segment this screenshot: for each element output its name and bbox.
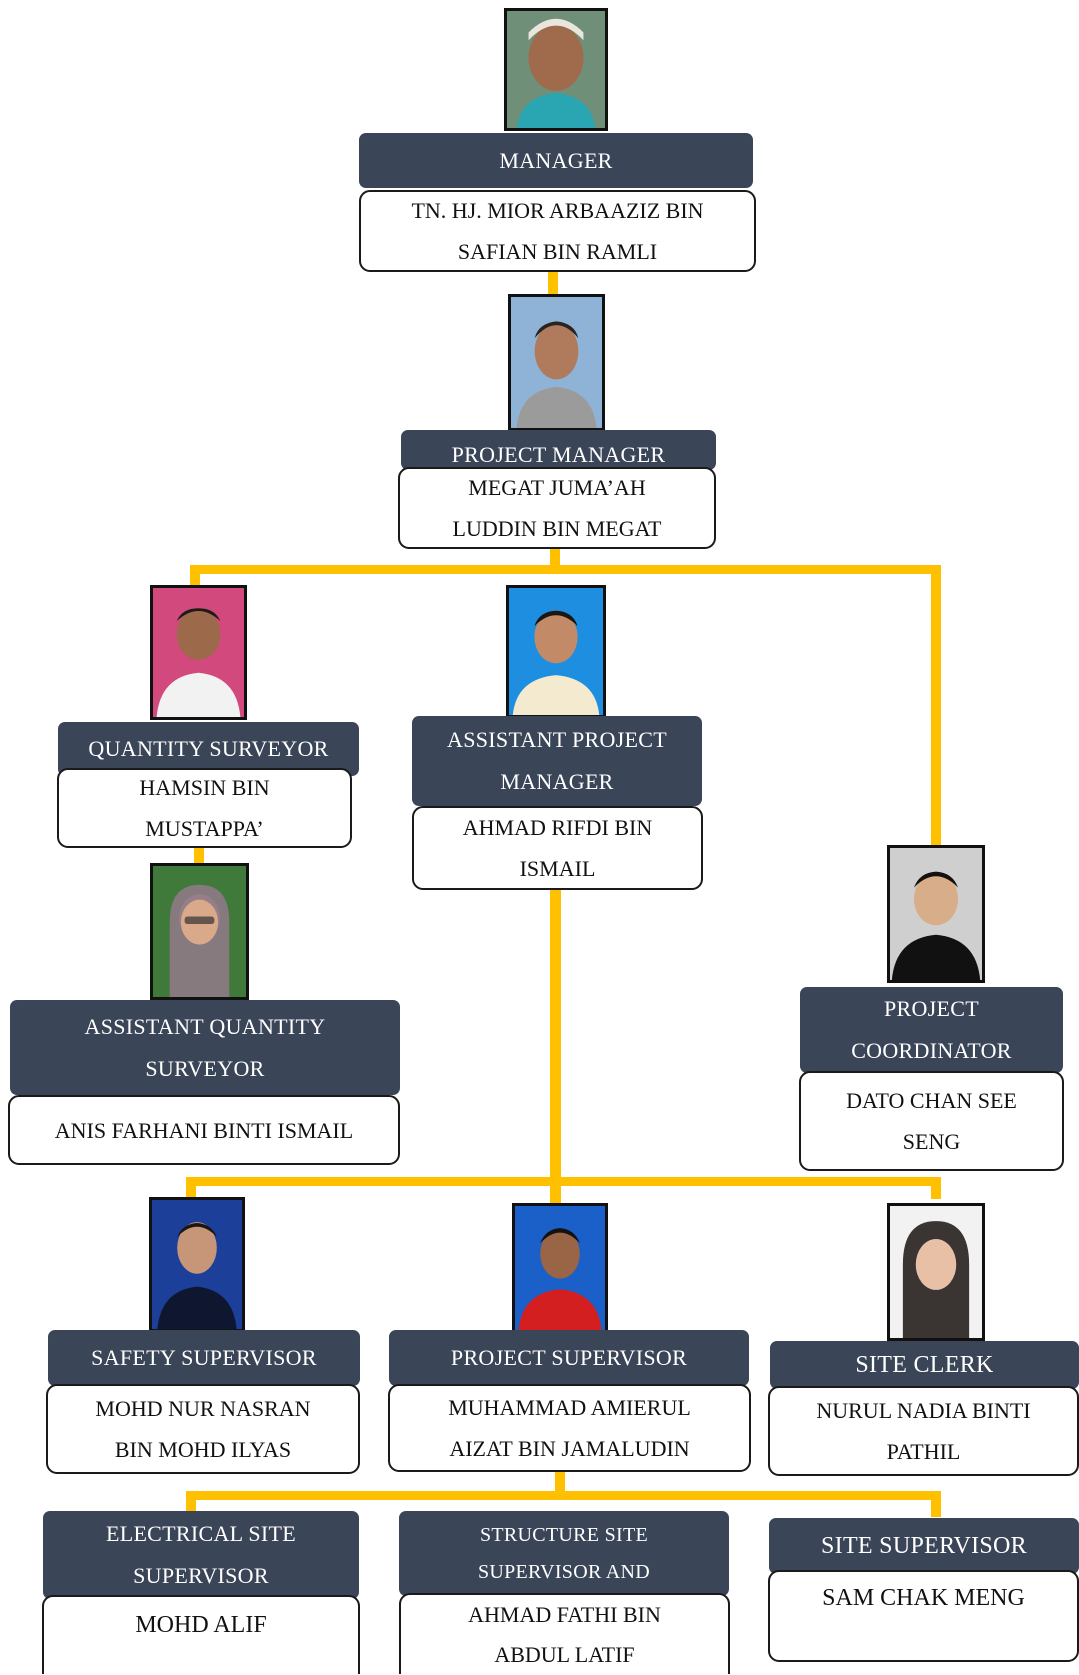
connector-branch-horizontal — [190, 565, 941, 574]
connector-row3-right-drop — [931, 1491, 941, 1517]
connector-row2-right-drop — [931, 1177, 941, 1199]
manager-name-label: TN. HJ. MIOR ARBAAZIZ BIN SAFIAN BIN RAM… — [411, 198, 704, 264]
connector-ps-to-row3 — [555, 1470, 565, 1500]
site-supervisor-name-box: SAM CHAK MENG — [768, 1570, 1079, 1662]
connector-row2-left-drop — [186, 1177, 196, 1197]
safety-supervisor-name-box: MOHD NUR NASRAN BIN MOHD ILYAS — [46, 1384, 360, 1474]
safety-supervisor-role-box: SAFETY SUPERVISOR — [48, 1330, 360, 1386]
electrical-site-supervisor-role-box: ELECTRICAL SITE SUPERVISOR — [43, 1511, 359, 1599]
assistant-quantity-surveyor-role-label: ASSISTANT QUANTITY SURVEYOR — [84, 1013, 326, 1081]
project-supervisor-name-box: MUHAMMAD AMIERUL AIZAT BIN JAMALUDIN — [388, 1384, 751, 1472]
connector-apm-trunk — [550, 888, 561, 1206]
connector-branch-left-drop — [190, 565, 200, 587]
project-coordinator-role-label: PROJECT COORDINATOR — [851, 996, 1012, 1063]
assistant-quantity-surveyor-role-box: ASSISTANT QUANTITY SURVEYOR — [10, 1000, 400, 1095]
connector-row3-left-drop — [186, 1491, 196, 1513]
manager-name-box: TN. HJ. MIOR ARBAAZIZ BIN SAFIAN BIN RAM… — [359, 190, 756, 272]
project-manager-name-label: MEGAT JUMA’AH LUDDIN BIN MEGAT — [452, 475, 662, 541]
manager-role-box: MANAGER — [359, 133, 753, 188]
assistant-quantity-surveyor-portrait-icon — [150, 863, 249, 1000]
structure-site-supervisor-role-label: STRUCTURE SITE SUPERVISOR AND — [477, 1523, 651, 1583]
site-supervisor-name-label: SAM CHAK MENG — [822, 1585, 1025, 1611]
structure-site-supervisor-name-label: AHMAD FATHI BIN ABDUL LATIF — [468, 1602, 661, 1667]
project-manager-role-label: PROJECT MANAGER — [451, 442, 666, 467]
project-coordinator-name-label: DATO CHAN SEE SENG — [846, 1088, 1017, 1154]
site-clerk-name-box: NURUL NADIA BINTI PATHIL — [768, 1386, 1079, 1476]
site-clerk-name-label: NURUL NADIA BINTI PATHIL — [816, 1398, 1031, 1464]
assistant-project-manager-role-label: ASSISTANT PROJECT MANAGER — [447, 727, 667, 794]
assistant-project-manager-role-box: ASSISTANT PROJECT MANAGER — [412, 716, 702, 806]
project-supervisor-name-label: MUHAMMAD AMIERUL AIZAT BIN JAMALUDIN — [448, 1395, 691, 1461]
project-supervisor-role-box: PROJECT SUPERVISOR — [389, 1330, 749, 1386]
connector-manager-to-pm — [548, 270, 558, 296]
manager-portrait-icon — [504, 8, 608, 131]
quantity-surveyor-portrait-icon — [150, 585, 247, 720]
assistant-project-manager-name-label: AHMAD RIFDI BIN ISMAIL — [462, 815, 653, 881]
quantity-surveyor-role-box: QUANTITY SURVEYOR — [58, 722, 359, 776]
project-supervisor-portrait-icon — [512, 1203, 608, 1333]
connector-row3-horizontal — [186, 1491, 941, 1500]
manager-role-label: MANAGER — [499, 147, 613, 173]
assistant-quantity-surveyor-name-label: ANIS FARHANI BINTI ISMAIL — [54, 1117, 354, 1143]
safety-supervisor-role-label: SAFETY SUPERVISOR — [91, 1345, 317, 1370]
site-clerk-role-box: SITE CLERK — [770, 1341, 1079, 1389]
structure-site-supervisor-name-box: AHMAD FATHI BIN ABDUL LATIF — [399, 1593, 730, 1674]
connector-row2-horizontal — [186, 1177, 941, 1186]
project-manager-portrait-icon — [508, 294, 605, 431]
connector-pm-to-branch — [550, 545, 560, 571]
assistant-project-manager-portrait-icon — [506, 585, 606, 718]
connector-qs-to-aqs — [194, 845, 204, 865]
site-supervisor-role-label: SITE SUPERVISOR — [821, 1533, 1027, 1559]
safety-supervisor-name-label: MOHD NUR NASRAN BIN MOHD ILYAS — [95, 1396, 311, 1462]
quantity-surveyor-name-label: HAMSIN BIN MUSTAPPA’ — [139, 775, 270, 841]
assistant-quantity-surveyor-name-box: ANIS FARHANI BINTI ISMAIL — [8, 1095, 400, 1165]
project-coordinator-name-box: DATO CHAN SEE SENG — [799, 1071, 1064, 1171]
site-clerk-role-label: SITE CLERK — [855, 1352, 994, 1378]
safety-supervisor-portrait-icon — [149, 1197, 245, 1332]
electrical-site-supervisor-name-label: MOHD ALIF — [135, 1612, 267, 1638]
quantity-surveyor-name-box: HAMSIN BIN MUSTAPPA’ — [57, 768, 352, 848]
project-manager-name-box: MEGAT JUMA’AH LUDDIN BIN MEGAT — [398, 467, 716, 549]
electrical-site-supervisor-role-label: ELECTRICAL SITE SUPERVISOR — [105, 1521, 297, 1588]
connector-branch-right-drop — [931, 565, 941, 845]
project-coordinator-portrait-icon — [887, 845, 985, 983]
electrical-site-supervisor-name-box: MOHD ALIF — [42, 1595, 360, 1674]
assistant-project-manager-name-box: AHMAD RIFDI BIN ISMAIL — [412, 806, 703, 890]
project-manager-role-box: PROJECT MANAGER — [401, 430, 716, 470]
structure-site-supervisor-role-box: STRUCTURE SITE SUPERVISOR AND — [399, 1511, 729, 1596]
project-supervisor-role-label: PROJECT SUPERVISOR — [450, 1345, 688, 1370]
quantity-surveyor-role-label: QUANTITY SURVEYOR — [88, 736, 329, 761]
project-coordinator-role-box: PROJECT COORDINATOR — [800, 987, 1063, 1073]
site-supervisor-role-box: SITE SUPERVISOR — [769, 1518, 1079, 1574]
site-clerk-portrait-icon — [887, 1203, 985, 1341]
